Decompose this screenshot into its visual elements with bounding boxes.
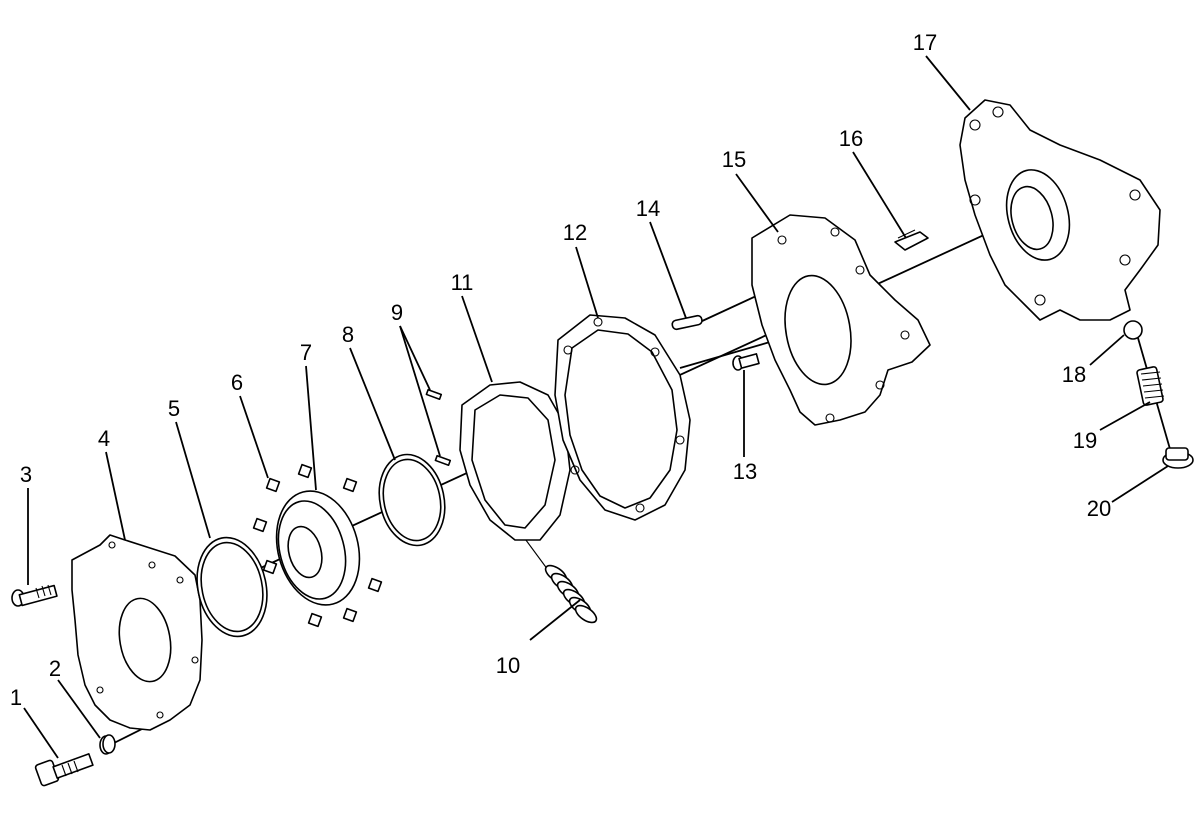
callout-11: 11 [451,270,474,295]
part-18-check-ball [1123,320,1143,340]
callout-5: 5 [168,396,180,421]
part-9-pins [425,388,452,467]
part-19-valve-spring [1136,366,1165,406]
callout-14: 14 [636,196,660,221]
callout-1: 1 [10,685,22,710]
part-5-o-ring [196,536,268,638]
callout-15: 15 [722,147,746,172]
callout-19: 19 [1073,428,1097,453]
part-10-spring [519,531,598,624]
callout-20: 20 [1087,496,1111,521]
callout-4: 4 [98,426,110,451]
part-2-washer [99,734,116,755]
callout-2: 2 [49,656,61,681]
part-4-cover-plate [71,534,203,731]
callout-labels: 1 2 3 4 5 6 7 8 9 10 11 12 13 14 15 16 1… [10,30,1111,710]
part-14-dowel-pin [671,314,703,331]
part-20-relief-valve [1162,447,1194,469]
callout-7: 7 [300,340,312,365]
callout-17: 17 [913,30,937,55]
callout-9: 9 [391,300,403,325]
part-13-bolt [732,353,760,371]
part-16-retainer-clip [894,229,929,251]
part-17-pump-housing [959,99,1161,321]
callout-12: 12 [563,220,587,245]
part-15-pump-plate [751,214,931,426]
part-12-gasket [554,314,691,521]
callout-18: 18 [1062,362,1086,387]
callout-13: 13 [733,459,757,484]
part-3-screw [11,584,58,607]
callout-3: 3 [20,462,32,487]
callout-16: 16 [839,126,863,151]
callout-8: 8 [342,322,354,347]
part-1-bolt [34,753,94,787]
part-7-rotor [275,490,361,606]
part-6-clips [252,463,383,628]
leader-lines [23,55,1169,759]
part-11-shroud [459,381,571,541]
callout-10: 10 [496,653,520,678]
callout-6: 6 [231,370,243,395]
part-8-seal-ring [378,453,446,547]
